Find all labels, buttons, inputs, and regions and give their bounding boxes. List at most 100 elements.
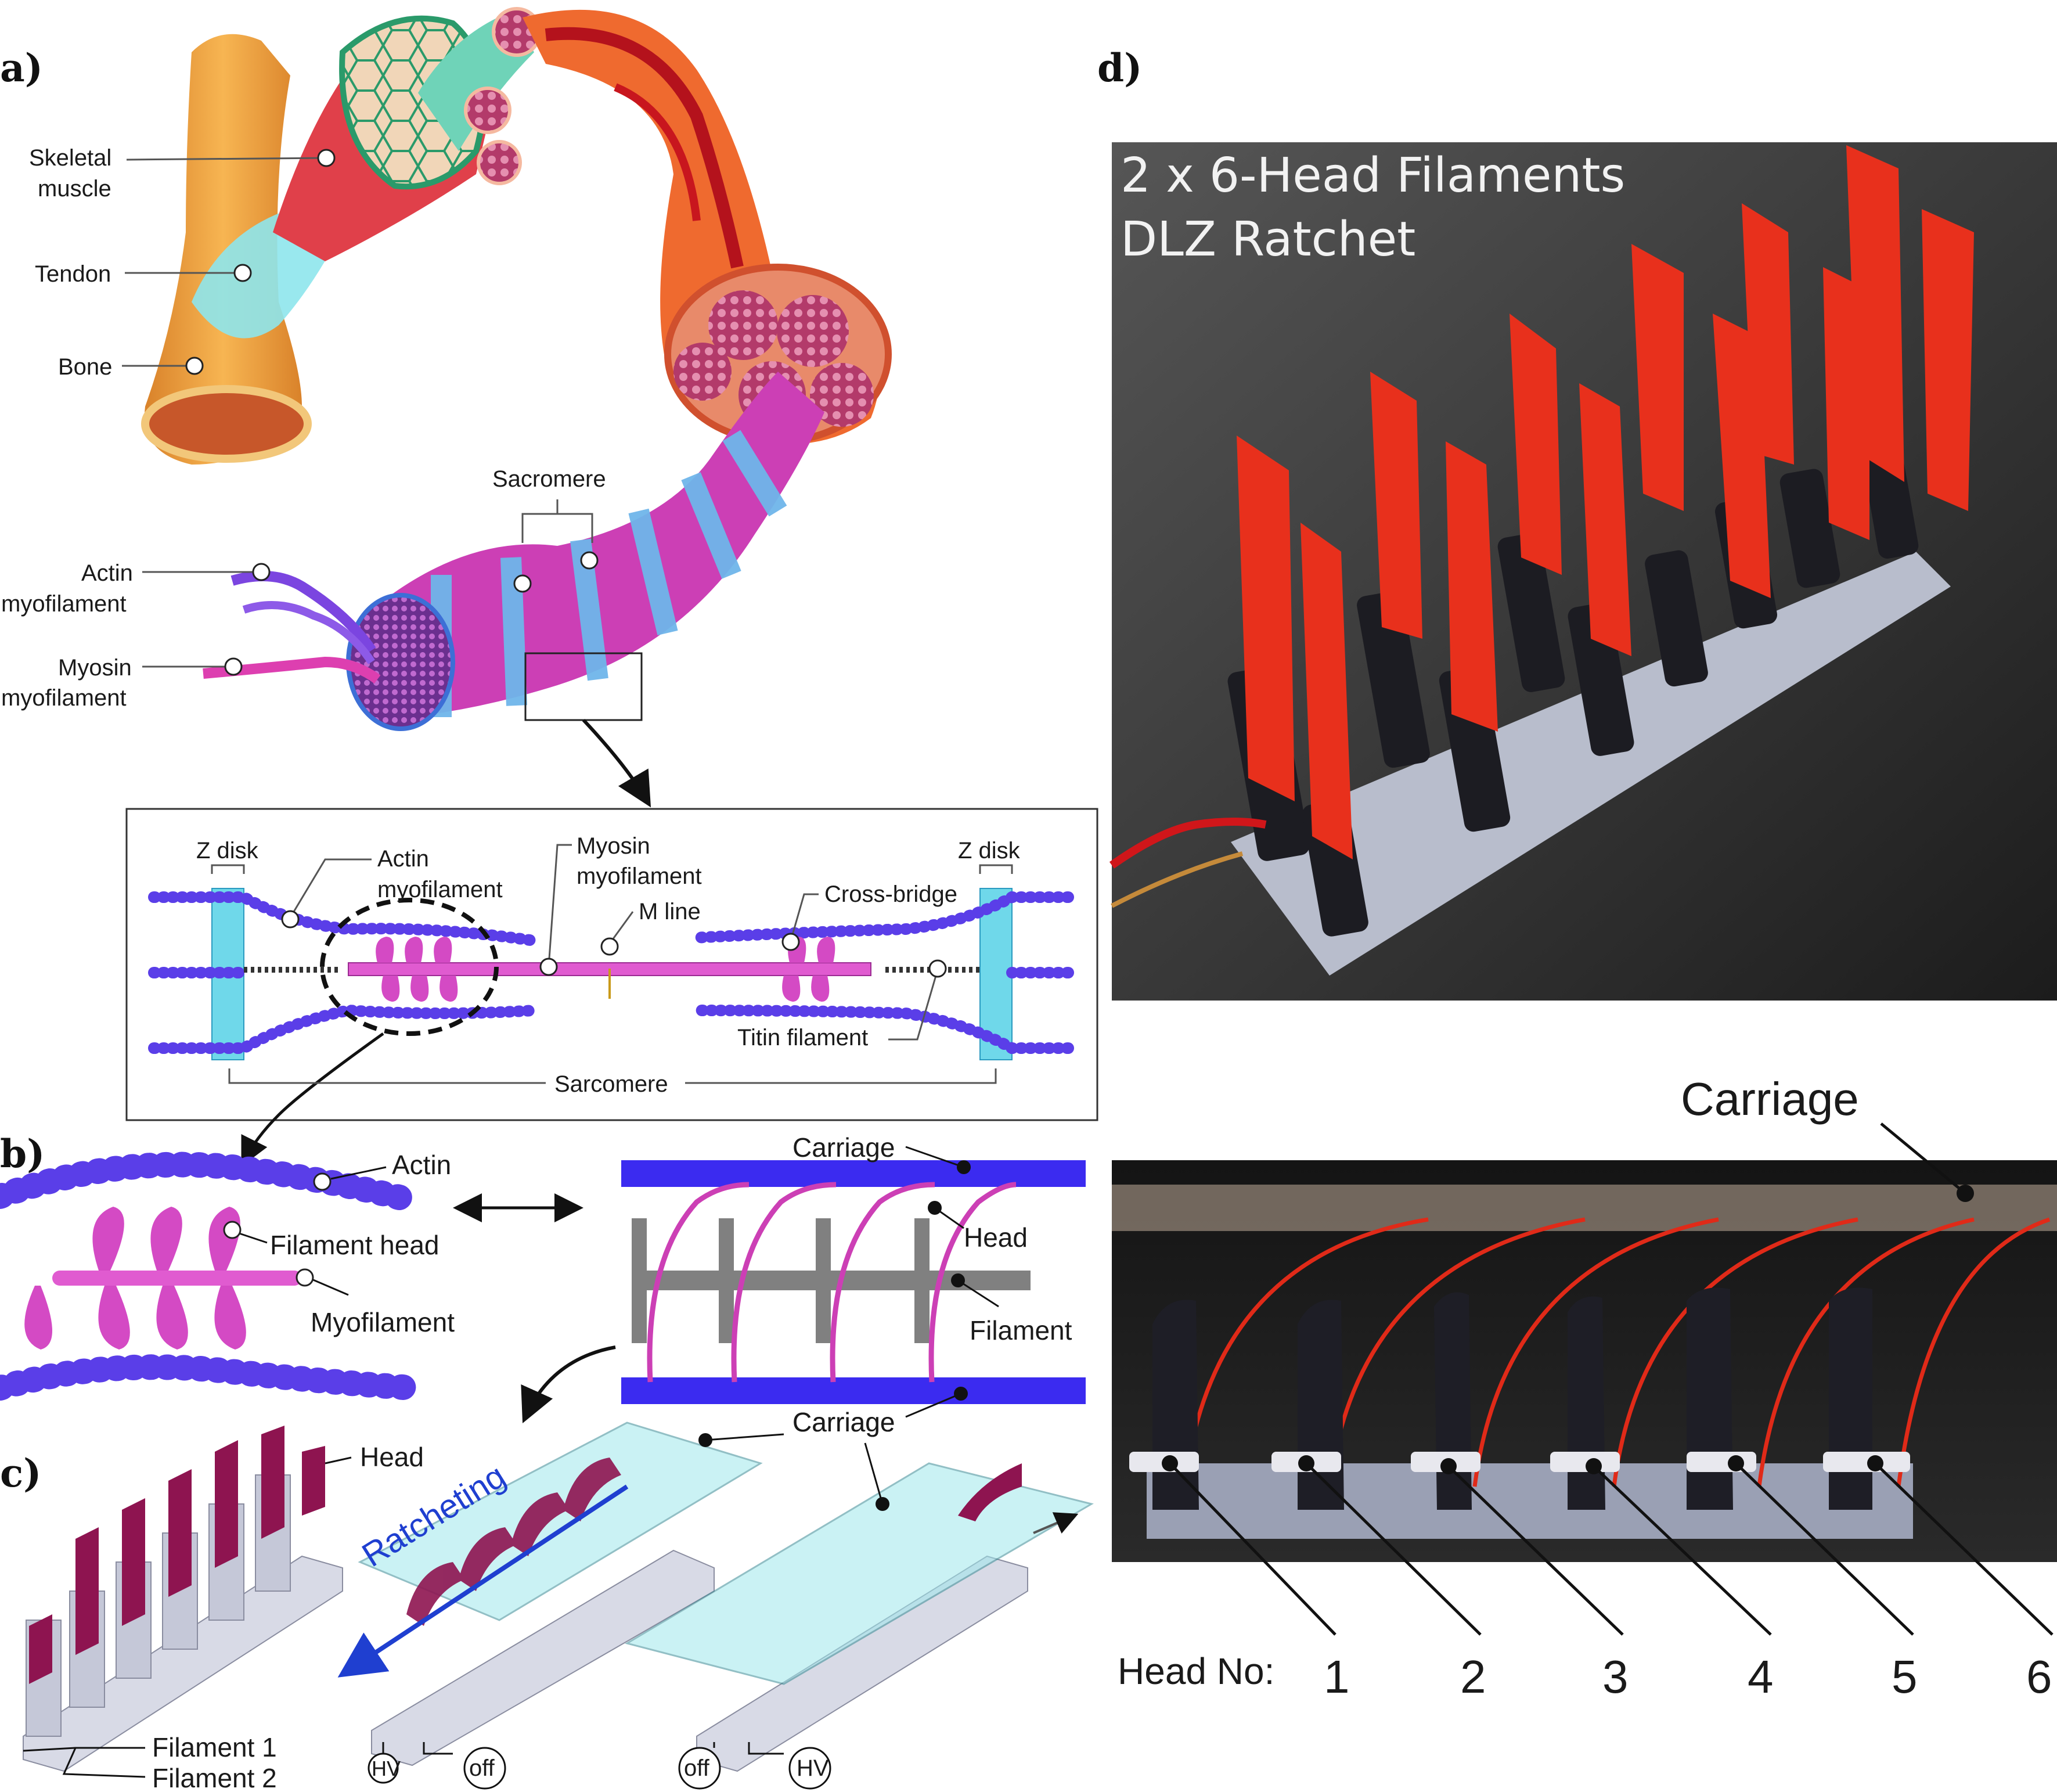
actin-bottom-beads [0,1354,425,1401]
device3-heads [958,1463,1022,1521]
sacromere-label: Sacromere [492,466,606,492]
head-number-2: 2 [1460,1651,1486,1703]
head-number-4: 4 [1748,1651,1774,1703]
device1-heads [29,1426,325,1684]
off1-label: off [469,1755,495,1781]
actin-label-1: Actin [81,560,133,586]
actin-top-beads [0,1152,419,1212]
blood-vessel-2 [614,83,701,221]
panel-c-carriage-label: Carriage [792,1407,895,1437]
photo2-base [1147,1463,1913,1539]
panel-c-head-label: Head [360,1442,424,1472]
myofibril-stripes [431,430,787,717]
bone-label: Bone [58,354,112,380]
m-line-label: M line [639,899,701,924]
panel-c-filament1-label: Filament 1 [152,1732,277,1762]
panel-b-actin-label: Actin [392,1150,451,1180]
ratcheting-arrow [337,1484,629,1678]
curved-arrow-to-c [521,1345,616,1423]
panel-label-d: d) [1097,45,1142,91]
anatomy-labels: Skeletal muscle Tendon Bone Sacromere Ac… [1,145,606,711]
filament-spine [636,1271,1031,1290]
panel-label-c: c) [0,1451,41,1496]
mech-head-label: Head [964,1222,1028,1253]
box-myosin-label-1: Myosin [577,833,650,859]
highlight-ellipse [320,898,499,1036]
photo-dlz-ratchet: 2 x 6-Head Filaments DLZ Ratchet [1109,142,2057,1001]
photo1-base-plate [1231,552,1951,976]
box-myosin-label-2: myofilament [577,863,702,889]
panel-b-filament-head-label: Filament head [270,1230,440,1260]
myofibril-5 [673,343,732,401]
z-disk-left-label: Z disk [196,838,259,863]
panel-c-device-3: off HV [625,1442,1094,1790]
head-number-5: 5 [1892,1651,1918,1703]
box-actin-label-2: myofilament [377,877,503,902]
device2-heads [406,1458,621,1626]
carriage-bottom-bar [621,1377,1086,1404]
panel-b-myofilament-label: Myofilament [311,1307,455,1337]
hv2-label: HV [797,1755,829,1781]
blood-vessel-1 [545,27,744,269]
anatomy-illustration [141,7,892,808]
sarcomere-bracket [228,1068,997,1084]
cross-bridge-label: Cross-bridge [824,881,957,907]
mech-carriage-bottom-label: Carriage [792,1407,895,1437]
photo1-red-wire [1109,818,1267,869]
hv1-label: HV [372,1757,401,1780]
panel-label-b: b) [0,1131,45,1176]
photo1-title-1: 2 x 6-Head Filaments [1121,148,1625,203]
head-number-dots [1162,1455,1883,1474]
myofibril-2 [777,295,849,367]
mech-carriage-top-label: Carriage [792,1132,895,1163]
skeletal-muscle-label-1: Skeletal [29,145,111,171]
bone-marrow-cross-section [141,385,312,463]
skeletal-muscle-label-2: muscle [38,176,111,201]
myofibril-tube [372,372,824,720]
fiber-end-3 [477,140,522,185]
photo2-carriage-bar [1112,1185,2057,1231]
off2-label: off [684,1755,710,1781]
mech-filament-label: Filament [970,1315,1072,1345]
sarcomere-diagram: Z disk Z disk Actin myofilament Myosin m… [125,808,1098,1167]
ratchet-heads [647,1182,1017,1383]
actin-strand-2 [242,601,375,664]
filament-posts [632,1218,930,1343]
photo-carriage-side: Carriage [1112,1073,2057,1562]
titin-label: Titin filament [737,1025,868,1050]
fiber-end-2 [464,87,511,134]
box-actin-label-1: Actin [377,846,429,872]
myosin-label-2: myofilament [1,685,127,711]
panel-label-a: a) [0,45,43,91]
head-number-leaders [1169,1462,2054,1636]
myofibril-3 [810,363,874,427]
photo1-red-fins [1237,145,1974,859]
myosin-label-1: Myosin [58,655,132,681]
myofibril-1 [708,290,778,360]
device1-base [23,1555,343,1772]
carriage-top-bar [621,1160,1086,1187]
z-disk-right-label: Z disk [958,838,1021,863]
actin-label-2: myofilament [1,591,127,617]
sarcomere-label: Sarcomere [554,1071,668,1097]
actin-rows [148,891,1074,1054]
bone-shaft [145,34,302,465]
photo1-title-2: DLZ Ratchet [1121,212,1415,267]
panel-b-mechanism: Carriage Head Filament Carriage [521,1132,1086,1437]
head-number-6: 6 [2026,1651,2052,1703]
photo1-copper-wire [1111,851,1244,908]
zoom-arrow-b [241,1032,384,1167]
myofibril-end [346,593,455,731]
myofilament-rod [52,1271,302,1286]
head-number-1: 1 [1324,1651,1350,1703]
panel-c-device-1: Head Filament 1 Filament 2 [23,1426,424,1792]
tendon-label: Tendon [35,261,111,287]
panel-b-biology: Actin Filament head Myofilament [0,1150,583,1401]
head-number-3: 3 [1602,1651,1629,1703]
myosin-heads [376,937,835,1002]
head-no-label: Head No: [1118,1650,1274,1692]
photo2-carriage-label: Carriage [1681,1073,1859,1125]
filament-heads-b [24,1207,246,1350]
panel-c-filament2-label: Filament 2 [152,1763,277,1792]
